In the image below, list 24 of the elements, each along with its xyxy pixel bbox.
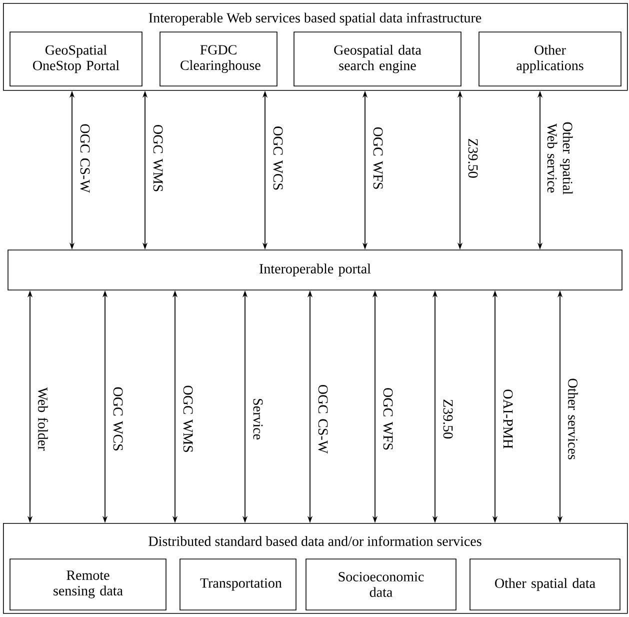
edge-label: OGC WFS xyxy=(383,388,393,450)
process-box: FGDC Clearinghouse xyxy=(160,32,278,86)
process-box: Socioeconomic data xyxy=(306,558,456,610)
edge-label: OGC WFS xyxy=(373,127,383,189)
edge-label: Z39.50 xyxy=(468,138,478,178)
edge-label: Other services xyxy=(568,378,578,460)
edge-label: Service xyxy=(253,398,263,440)
edge-label: OGC CS-W xyxy=(80,124,90,193)
process-box: Geospatial data search engine xyxy=(294,32,462,86)
process-box: Other spatial data xyxy=(470,558,620,610)
edge-label: OGC WMS xyxy=(153,125,163,192)
edge-label: OGC CS-W xyxy=(318,384,328,454)
process-box: Remote sensing data xyxy=(10,558,166,610)
process-box: GeoSpatial OneStop Portal xyxy=(10,32,142,86)
edge-label: OGC WCS xyxy=(273,126,283,190)
process-box: Transportation xyxy=(180,558,296,610)
edge-label: OGC WCS xyxy=(113,387,123,450)
edge-label: OGC WMS xyxy=(183,386,193,452)
edge-label: OAI-PMH xyxy=(503,390,513,449)
process-box: Interoperable portal xyxy=(8,250,622,290)
edge-label: Web folder xyxy=(38,387,48,451)
process-box: Other applications xyxy=(478,32,622,86)
edge-label: Other spatial Web service xyxy=(547,122,573,194)
edge-label: Z39.50 xyxy=(443,400,453,438)
